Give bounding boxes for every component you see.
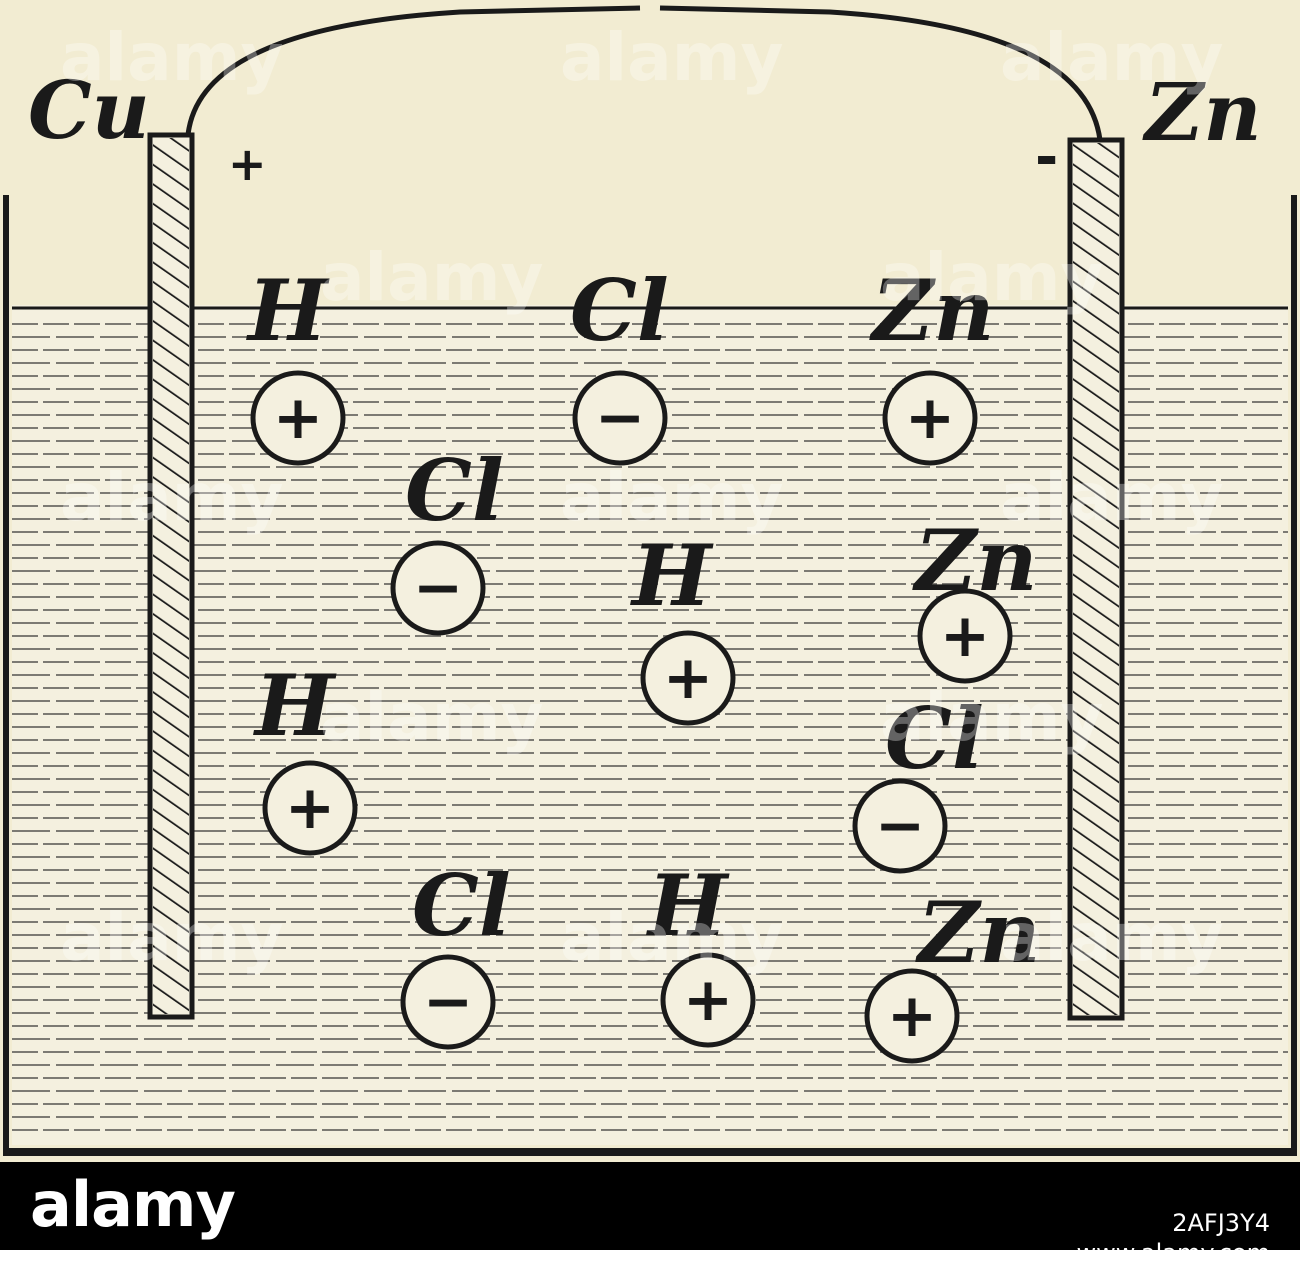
copper-label: Cu [28, 63, 150, 157]
ion-label: Zn [869, 261, 994, 360]
ion-charge: + [285, 773, 335, 843]
ion-5: H+ [630, 526, 736, 726]
image-id: 2AFJ3Y4 [1172, 1209, 1270, 1237]
ion-label: Cl [885, 689, 984, 788]
ion-10: H+ [646, 856, 756, 1048]
ion-circle [882, 370, 978, 466]
connecting-wire [185, 5, 1103, 141]
zinc-sign: - [1035, 125, 1058, 190]
ion-charge: − [413, 553, 463, 623]
ion-3: Zn + [869, 261, 994, 466]
ion-circle [660, 952, 756, 1048]
ion-charge: + [683, 965, 733, 1035]
ion-1: H+ [246, 261, 346, 466]
ion-charge: − [875, 791, 925, 861]
ion-label: Zn [915, 883, 1040, 982]
zinc-label: Zn [1142, 65, 1262, 159]
ion-circle [390, 540, 486, 636]
ions-layer: H+Cl−Zn+Cl−H+Zn+H+Cl−Cl−H+Zn+ [246, 261, 1040, 1064]
stock-logo: alamy [30, 1168, 236, 1241]
zinc-electrode [1067, 137, 1125, 1021]
ion-circle [250, 370, 346, 466]
ion-9: Cl − [400, 856, 511, 1050]
copper-electrode [147, 132, 195, 1020]
vessel [3, 195, 1297, 1156]
ion-circle [917, 588, 1013, 684]
ion-label: Cl [405, 441, 504, 540]
ion-circle [400, 954, 496, 1050]
ion-charge: + [940, 601, 990, 671]
ion-circle [640, 630, 736, 726]
ion-circle [864, 968, 960, 1064]
ion-label: Cl [570, 261, 669, 360]
ion-label: H [630, 526, 714, 625]
ion-label: H [246, 261, 330, 360]
ion-circle [262, 760, 358, 856]
ion-charge: + [887, 981, 937, 1051]
ion-11: Zn+ [864, 883, 1040, 1064]
galvanic-cell-figure: Cu + Zn - H+Cl−Zn+Cl−H+Zn+H+Cl−Cl−H+Zn+ [0, 0, 1300, 1162]
ion-charge: + [905, 383, 955, 453]
copper-sign: + [228, 137, 267, 191]
galvanic-cell-diagram: Cu + Zn - H+Cl−Zn+Cl−H+Zn+H+Cl−Cl−H+Zn+ [0, 0, 1300, 1162]
ion-7: H+ [253, 656, 358, 856]
stock-banner: alamy 2AFJ3Y4 www.alamy.com [0, 1162, 1300, 1267]
ion-label: Cl [412, 856, 511, 955]
ion-circle [852, 778, 948, 874]
site-url: www.alamy.com [1076, 1239, 1270, 1267]
ion-charge: + [273, 383, 323, 453]
ion-charge: + [663, 643, 713, 713]
ion-charge: − [595, 383, 645, 453]
ion-charge: − [423, 967, 473, 1037]
ion-8: Cl− [852, 689, 984, 874]
ion-label: Zn [912, 511, 1037, 610]
ion-circle [572, 370, 668, 466]
ion-6: Zn+ [912, 511, 1037, 684]
ion-label: H [253, 656, 337, 755]
stock-reference: 2AFJ3Y4 www.alamy.com [860, 1208, 1270, 1268]
ion-2: Cl − [570, 261, 669, 466]
ion-4: Cl − [390, 441, 504, 636]
ion-label: H [646, 856, 730, 955]
